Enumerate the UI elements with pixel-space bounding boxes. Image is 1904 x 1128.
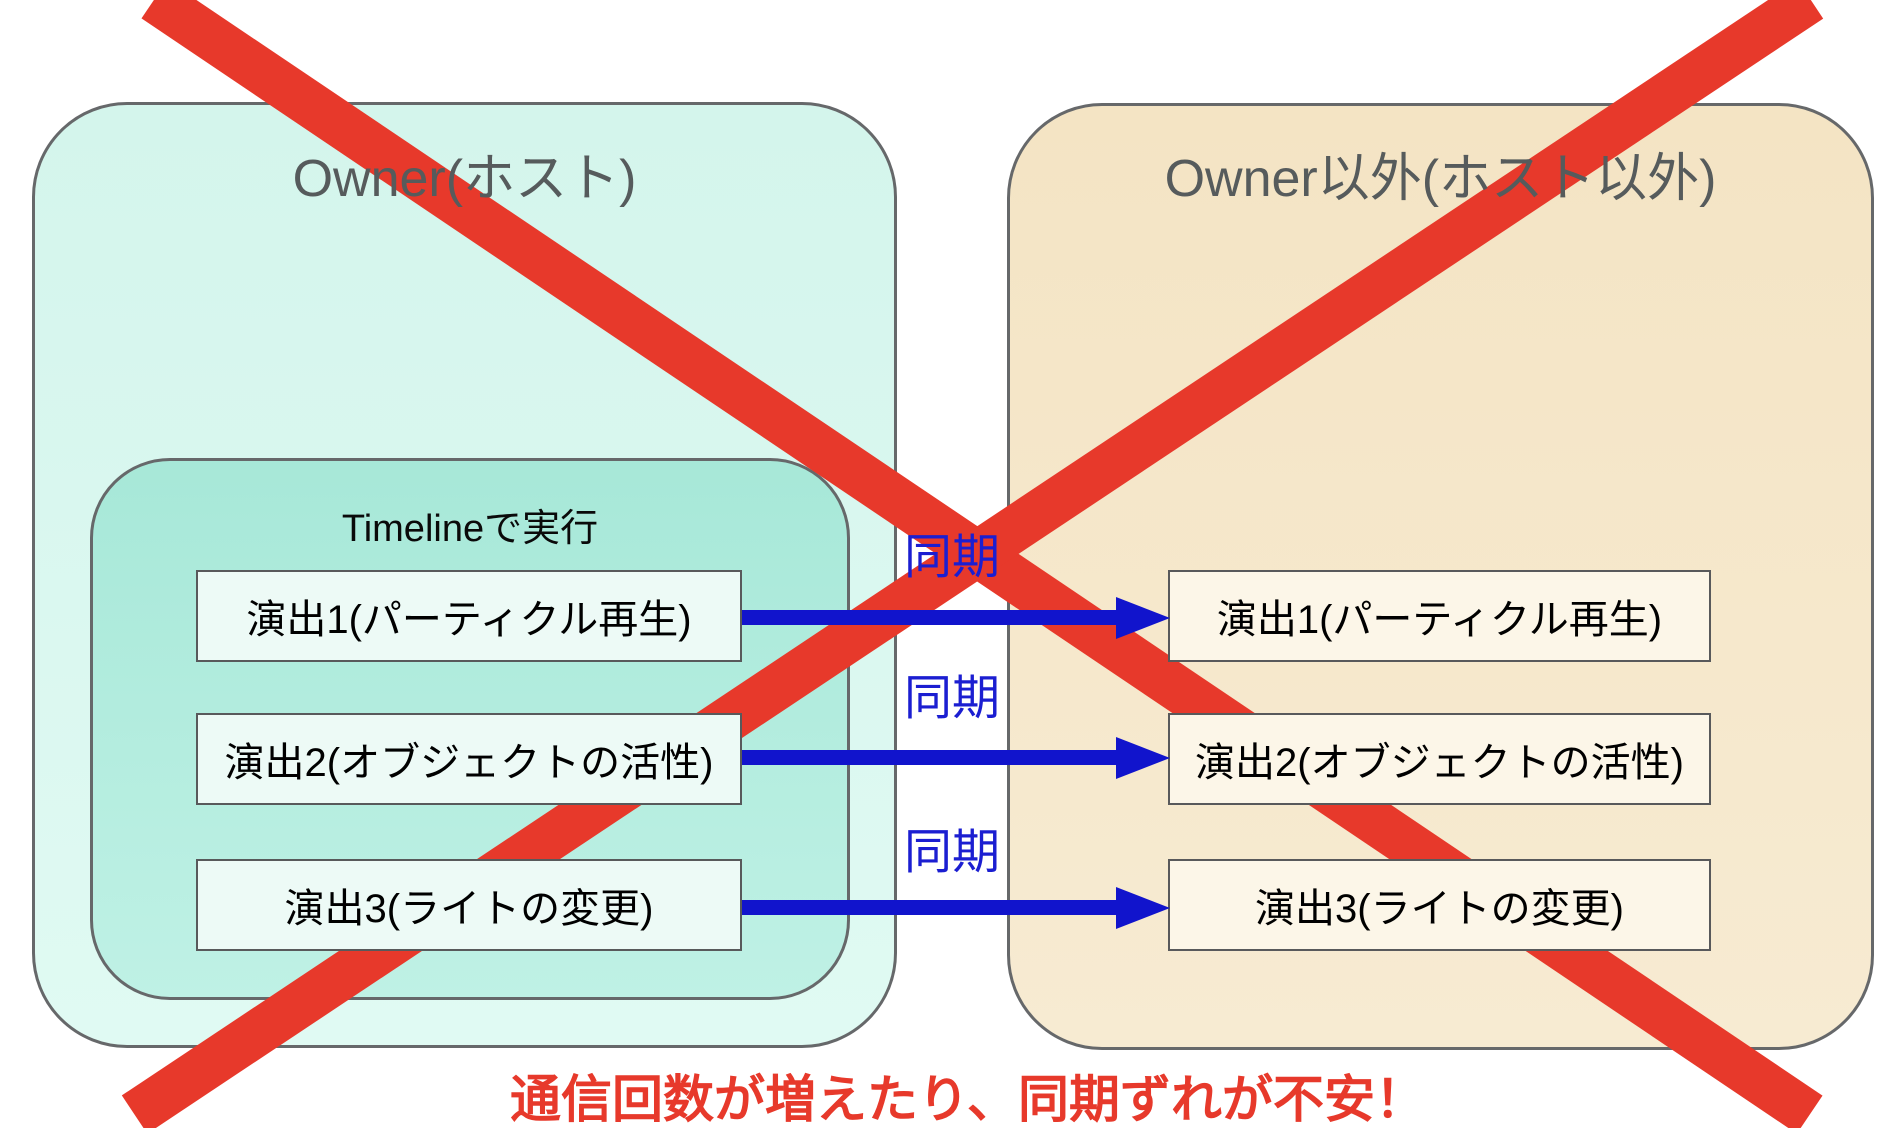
left-effect-2-box: 演出2(オブジェクトの活性) — [196, 713, 742, 805]
left-effect-1-box: 演出1(パーティクル再生) — [196, 570, 742, 662]
right-effect-3-box: 演出3(ライトの変更) — [1168, 859, 1711, 951]
right-effect-2-box: 演出2(オブジェクトの活性) — [1168, 713, 1711, 805]
timeline-group-title: Timelineで実行 — [341, 508, 599, 550]
sync-arrow-line-3 — [742, 900, 1120, 915]
non-owner-group-title: Owner以外(ホスト以外) — [1164, 150, 1717, 208]
right-effect-1-box: 演出1(パーティクル再生) — [1168, 570, 1711, 662]
sync-label-2: 同期 — [903, 672, 1000, 725]
sync-arrow-line-1 — [742, 610, 1120, 625]
sync-arrowhead-icon-1 — [1116, 597, 1170, 639]
left-effect-3-box: 演出3(ライトの変更) — [196, 859, 742, 951]
owner-host-group-title: Owner(ホスト) — [292, 150, 637, 208]
warning-caption: 通信回数が増えたり、同期ずれが不安！ — [510, 1071, 1426, 1128]
sync-arrowhead-icon-3 — [1116, 887, 1170, 929]
sync-label-3: 同期 — [903, 826, 1000, 879]
sync-arrow-line-2 — [742, 750, 1120, 765]
sync-arrowhead-icon-2 — [1116, 737, 1170, 779]
sync-label-1: 同期 — [903, 531, 1000, 584]
